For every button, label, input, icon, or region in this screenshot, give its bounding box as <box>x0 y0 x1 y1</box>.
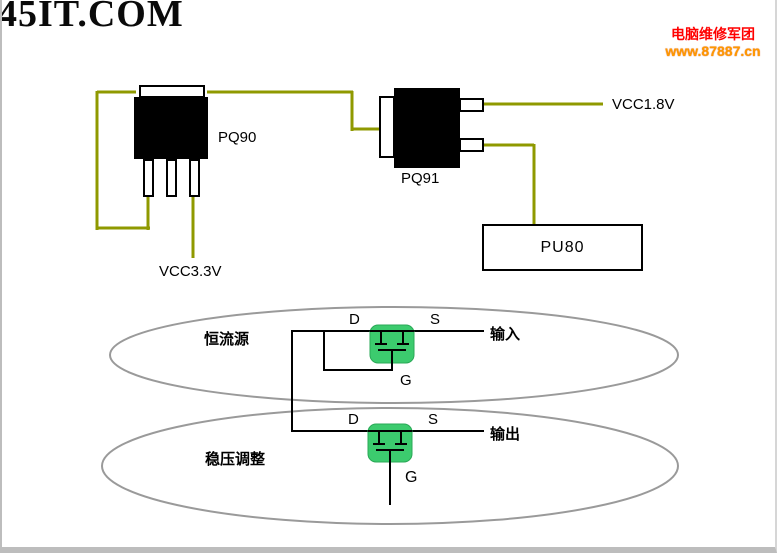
stage1-gate-label: G <box>400 372 412 389</box>
stage2-source-label: S <box>428 411 439 428</box>
stage2-mosfet-symbol <box>367 423 413 505</box>
pq90-leg-middle <box>166 159 177 197</box>
pq90-body <box>134 97 208 159</box>
pq91-body <box>394 88 460 168</box>
stage2-gate-label: G <box>405 469 418 486</box>
pq90-to-pq91-wire <box>207 90 381 131</box>
brand-line-1: 电脑维修军团 <box>671 26 755 42</box>
stage1-source-label: S <box>430 311 441 328</box>
stage1-mosfet-symbol <box>369 324 415 371</box>
pq91-label: PQ91 <box>401 170 440 187</box>
brand-banner: 电脑维修军团 www.87887.cn <box>650 26 775 60</box>
watermark-text: 45IT.COM <box>0 0 184 35</box>
pq91-to-pu80-wire <box>483 143 536 226</box>
stage1-port-label: 输入 <box>490 326 521 343</box>
stage2-drain-label: D <box>348 411 359 428</box>
vcc18-label: VCC1.8V <box>612 96 675 113</box>
stage1-ellipse <box>109 306 679 404</box>
stage1-drain-label: D <box>349 311 360 328</box>
pq90-leg-left <box>143 159 154 197</box>
stage1-wiring <box>291 330 484 432</box>
pq91-leg-top <box>459 98 484 112</box>
stage2-title: 稳压调整 <box>205 451 266 468</box>
pq91-tab <box>379 96 395 158</box>
brand-line-2: www.87887.cn <box>665 43 761 59</box>
stage2-port-label: 输出 <box>490 426 521 443</box>
pu80-label: PU80 <box>540 238 585 256</box>
pq90-label: PQ90 <box>218 129 257 146</box>
stage1-title: 恒流源 <box>204 331 250 348</box>
pq91-leg-bottom <box>459 138 484 152</box>
pq90-leg-right <box>189 159 200 197</box>
pu80-box: PU80 <box>482 224 643 271</box>
stage2-ellipse <box>101 407 679 525</box>
vcc33-label: VCC3.3V <box>159 263 222 280</box>
